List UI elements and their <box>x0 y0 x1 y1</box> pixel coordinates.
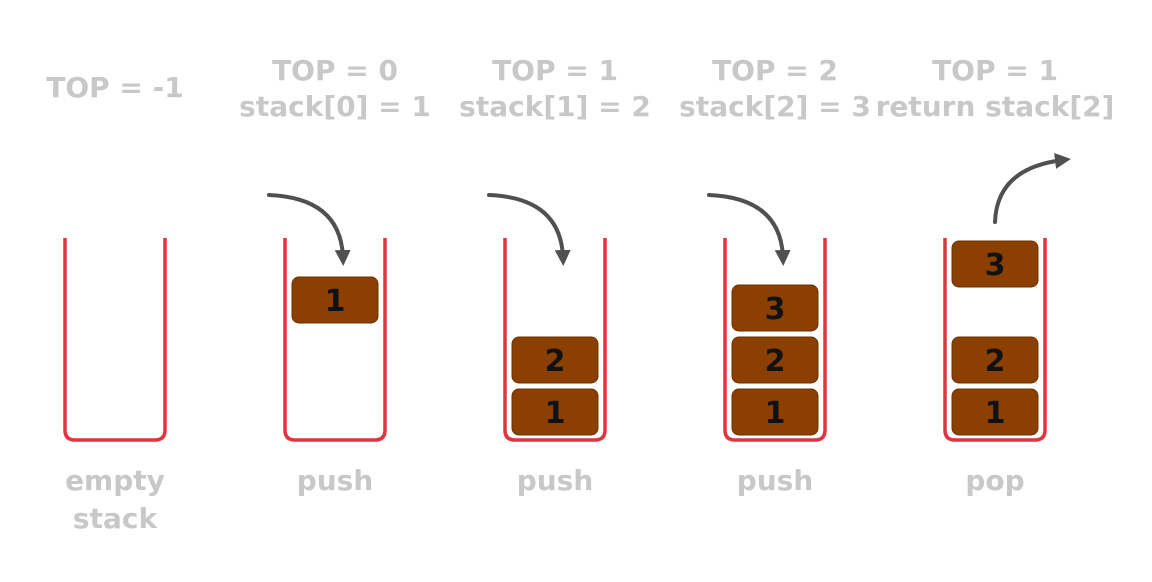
stack-block-body <box>731 388 819 436</box>
push-arrow-icon <box>707 193 791 266</box>
stack-panel: TOP = -1 empty stack <box>46 71 183 535</box>
top-label: stack[0] = 1 <box>239 90 431 123</box>
stack-block-body <box>511 336 599 384</box>
stack-block-value: 1 <box>985 396 1006 431</box>
stack-block-value: 2 <box>985 344 1006 379</box>
operation-caption: push <box>517 464 594 497</box>
operation-caption: pop <box>965 464 1024 497</box>
top-label: TOP = 2 <box>712 54 838 87</box>
stack-block-value: 1 <box>765 396 786 431</box>
stack-block-body <box>951 240 1039 288</box>
stack-block: 3 <box>951 240 1039 288</box>
stack-block-value: 2 <box>765 344 786 379</box>
top-label: TOP = 1 <box>492 54 618 87</box>
pop-arrow-icon <box>993 153 1071 224</box>
push-arrow-icon <box>267 193 351 266</box>
stack-container <box>283 238 387 442</box>
stack-block-value: 3 <box>765 292 786 327</box>
top-label: return stack[2] <box>876 90 1115 123</box>
stack-block: 1 <box>951 388 1039 436</box>
operation-caption: push <box>737 464 814 497</box>
top-label: stack[1] = 2 <box>459 90 651 123</box>
stack-block: 1 <box>291 276 379 324</box>
stack-block: 3 <box>731 284 819 332</box>
stack-block: 1 <box>511 388 599 436</box>
top-label: TOP = 0 <box>272 54 398 87</box>
operation-caption: stack <box>73 502 159 535</box>
stack-block: 2 <box>511 336 599 384</box>
stack-block: 2 <box>951 336 1039 384</box>
stack-block-body <box>951 336 1039 384</box>
top-label: TOP = 1 <box>932 54 1058 87</box>
stack-block-body <box>291 276 379 324</box>
stack-container <box>63 238 167 442</box>
operation-caption: empty <box>65 464 165 497</box>
stack-block-value: 1 <box>325 284 346 319</box>
top-label: stack[2] = 3 <box>679 90 871 123</box>
stack-block-body <box>731 336 819 384</box>
stack-block: 2 <box>731 336 819 384</box>
stack-block: 1 <box>731 388 819 436</box>
push-arrow-icon <box>487 193 571 266</box>
stack-block-body <box>731 284 819 332</box>
operation-caption: push <box>297 464 374 497</box>
stack-container <box>943 238 1047 442</box>
stack-block-value: 1 <box>545 396 566 431</box>
stack-block-value: 3 <box>985 248 1006 283</box>
stack-block-body <box>511 388 599 436</box>
stack-block-value: 2 <box>545 344 566 379</box>
stack-block-body <box>951 388 1039 436</box>
stack-container <box>723 238 827 442</box>
stack-container <box>503 238 607 442</box>
top-label: TOP = -1 <box>46 71 183 104</box>
